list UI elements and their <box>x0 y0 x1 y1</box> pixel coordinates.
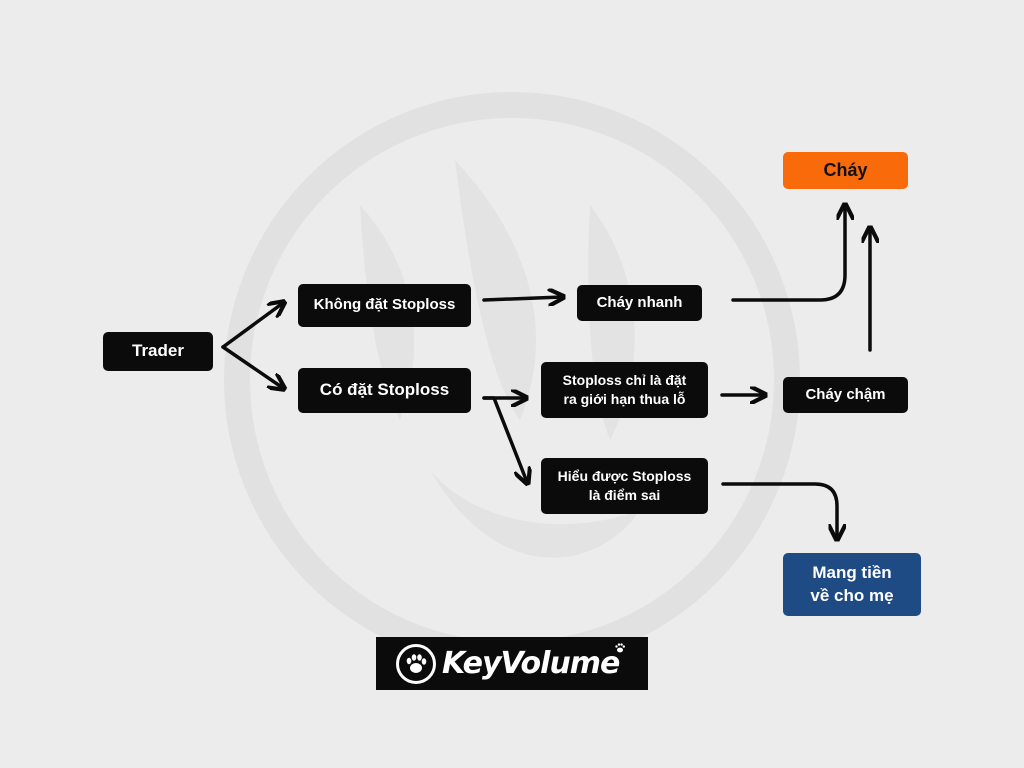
node-chay-label: Cháy <box>823 160 868 181</box>
node-stoploss-chi-line2: ra giới hạn thua lỗ <box>563 391 686 407</box>
node-mang-tien-ve-cho-me: Mang tiền về cho mẹ <box>783 553 921 616</box>
arrow-khong-to-nhanh <box>482 297 562 300</box>
arrow-trader-to-khong <box>221 303 283 349</box>
node-trader-label: Trader <box>132 341 184 361</box>
node-co-dat-stoploss: Có đặt Stoploss <box>298 368 471 413</box>
node-mang-tien-line2: về cho mẹ <box>810 585 894 605</box>
node-khong-dat-stoploss: Không đặt Stoploss <box>298 284 471 327</box>
keyvolume-logo: KeyVolume <box>376 637 648 690</box>
arrow-trader-to-co <box>221 345 283 388</box>
logo-wordmark: KeyVolume <box>442 646 620 681</box>
node-chay: Cháy <box>783 152 908 189</box>
arrow-nhanh-to-chay <box>731 206 845 302</box>
node-co-dat-stoploss-label: Có đặt Stoploss <box>319 380 450 400</box>
node-mang-tien-line1: Mang tiền <box>812 562 892 582</box>
arrow-co-to-hieu <box>482 396 527 482</box>
node-hieu-duoc-line2: là điểm sai <box>588 487 661 503</box>
paw-small-icon <box>615 643 625 653</box>
node-chay-nhanh-label: Cháy nhanh <box>596 293 683 311</box>
node-hieu-duoc-stoploss: Hiểu được Stoploss là điểm sai <box>541 458 708 514</box>
paw-claw-icon <box>396 643 436 684</box>
node-khong-dat-stoploss-label: Không đặt Stoploss <box>313 296 456 314</box>
node-chay-nhanh: Cháy nhanh <box>577 285 702 321</box>
arrow-hieu-to-mang <box>721 482 837 538</box>
node-chay-cham: Cháy chậm <box>783 377 908 413</box>
node-trader: Trader <box>103 332 213 371</box>
node-hieu-duoc-line1: Hiểu được Stoploss <box>557 468 692 485</box>
node-stoploss-chi-line1: Stoploss chỉ là đặt <box>562 372 687 389</box>
node-stoploss-chi-la-dat: Stoploss chỉ là đặt ra giới hạn thua lỗ <box>541 362 708 418</box>
node-chay-cham-label: Cháy chậm <box>805 385 886 403</box>
